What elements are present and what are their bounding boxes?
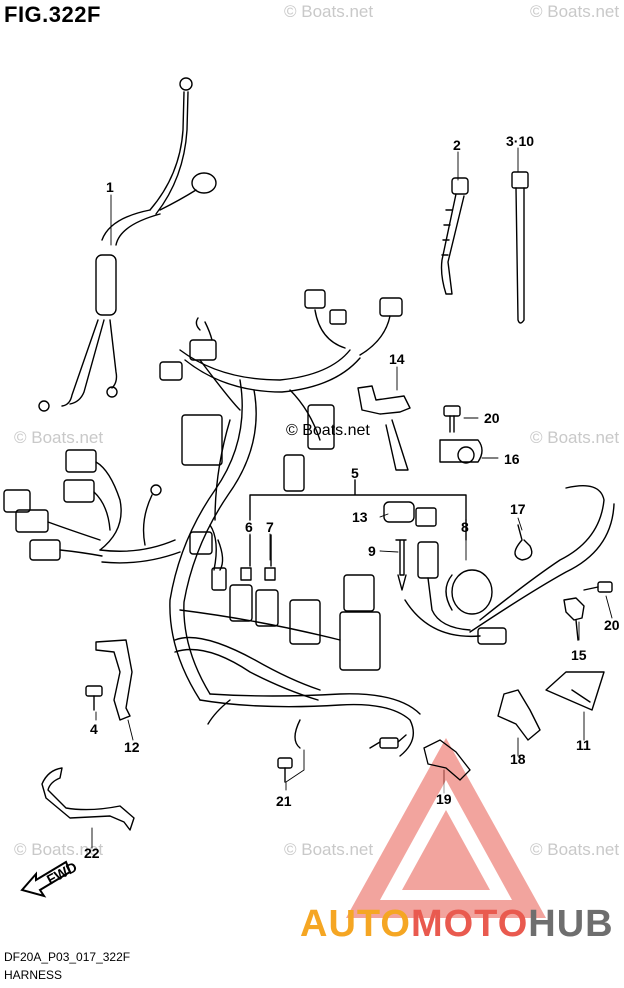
fwd-label: FWD — [44, 859, 80, 888]
watermark: © Boats.net — [14, 428, 104, 447]
fuse-box — [189, 524, 381, 671]
part-8-buzzer — [417, 519, 507, 645]
part-21-screw — [277, 757, 293, 783]
center-copyright-mark: © Boats.net — [286, 422, 370, 439]
automotohub-logo-icon — [346, 738, 546, 918]
watermark: © Boats.net — [284, 2, 374, 21]
watermark: © Boats.net — [14, 840, 104, 859]
footer-code: DF20A_P03_017_322F — [4, 950, 131, 964]
upper-connectors — [159, 289, 403, 492]
part-1-battery-cable — [38, 77, 217, 412]
watermark: © Boats.net — [530, 428, 620, 447]
callout-6: 6 — [245, 519, 253, 535]
callout-20b: 20 — [604, 617, 620, 633]
probe — [369, 734, 407, 749]
part-2-clip — [440, 177, 469, 295]
part-13-grommet — [383, 501, 437, 527]
callout-14: 14 — [389, 351, 405, 367]
part-14-bracket — [357, 385, 411, 471]
callout-2: 2 — [453, 137, 461, 153]
callout-18: 18 — [510, 751, 526, 767]
part-5-group-bracket — [249, 479, 467, 521]
callout-16: 16 — [504, 451, 520, 467]
callout-13: 13 — [352, 509, 368, 525]
logo-hub: HUB — [528, 903, 614, 945]
callout-11: 11 — [576, 737, 591, 753]
fwd-arrow-icon: FWD — [20, 859, 80, 898]
logo-auto: AUTO — [300, 903, 411, 945]
callout-9: 9 — [368, 543, 376, 559]
part-11-sheet — [545, 671, 605, 711]
watermark: © Boats.net — [530, 2, 620, 21]
callout-3-10: 3·10 — [506, 133, 534, 149]
callout-4: 4 — [90, 721, 98, 737]
part-17-clip — [514, 524, 533, 561]
callout-1: 1 — [106, 179, 114, 195]
part-18-holder — [497, 689, 541, 741]
logo-moto: MOTO — [410, 903, 529, 945]
part-15-stay — [563, 597, 585, 641]
callout-15: 15 — [571, 647, 587, 663]
callout-19: 19 — [436, 791, 452, 807]
part-20-bolts — [443, 405, 613, 593]
part-9-pin — [395, 539, 407, 591]
leader-lines — [91, 147, 613, 849]
callout-17: 17 — [510, 501, 526, 517]
callout-22: 22 — [84, 845, 100, 861]
part-3-10-tie — [511, 171, 529, 324]
watermark: © Boats.net — [284, 840, 374, 859]
watermark: © Boats.net — [530, 840, 620, 859]
callout-20a: 20 — [484, 410, 500, 426]
left-connectors — [3, 449, 162, 561]
automotohub-logo-text: AUTOMOTOHUB — [300, 903, 614, 946]
figure-title: FIG.322F — [4, 2, 101, 27]
callout-12: 12 — [124, 739, 140, 755]
part-22-bracket — [41, 767, 135, 831]
footer-name: HARNESS — [4, 968, 63, 982]
part-16-clamp — [439, 439, 483, 464]
callout-5: 5 — [351, 465, 359, 481]
callout-7: 7 — [266, 519, 274, 535]
main-harness — [99, 349, 615, 757]
part-4-12 — [85, 639, 133, 721]
part-19-holder — [423, 739, 471, 781]
callout-21: 21 — [276, 793, 292, 809]
callout-8: 8 — [461, 519, 469, 535]
